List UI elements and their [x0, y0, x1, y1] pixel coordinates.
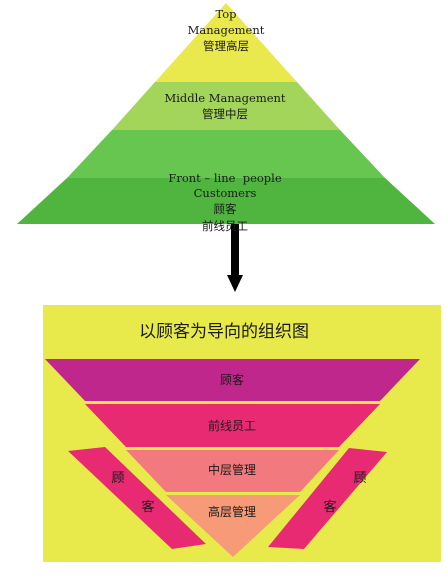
label-top-management-en-1: Top	[215, 7, 237, 21]
label-customers-en: Customers	[193, 186, 257, 200]
label-top-management-zh: 管理高层	[203, 39, 249, 53]
side-bar-right-char-2: 客	[323, 500, 337, 515]
label-middle-management-zh: 管理中层	[202, 107, 248, 121]
label-top-management-en-2: Management	[187, 23, 265, 37]
pyramid-level-top-management	[155, 3, 297, 82]
label-front-line: Front – line people 前线员工	[150, 138, 300, 250]
panel-title: 以顾客为导向的组织图	[139, 322, 309, 342]
inverted-level-middle	[126, 450, 339, 492]
inverted-label-customers: 顾客	[219, 373, 244, 387]
down-arrow-icon	[227, 224, 243, 292]
label-middle-management: Middle Management 管理中层	[150, 90, 300, 122]
inverted-level-front-line	[85, 404, 380, 447]
inverted-level-top	[166, 495, 300, 557]
inverted-label-middle: 中层管理	[207, 463, 256, 477]
side-bar-right	[268, 448, 387, 549]
label-front-line-zh: 前线员工	[202, 219, 248, 233]
label-middle-management-en: Middle Management	[164, 91, 286, 105]
inverted-level-customers	[45, 359, 420, 401]
pyramid-level-customers	[17, 178, 435, 224]
side-bar-right-char-1: 顾	[353, 471, 367, 486]
label-front-line-en: Front – line people	[168, 171, 282, 185]
label-top-management: Top Management 管理高层	[160, 6, 292, 54]
inverted-label-top: 高层管理	[207, 505, 256, 519]
pyramid-level-middle-management	[112, 82, 340, 130]
side-bar-left-char-1: 顾	[111, 471, 125, 486]
label-customers-zh: 顾客	[213, 202, 237, 216]
label-customers: Customers 顾客	[150, 185, 300, 217]
pyramid-level-front-line	[67, 130, 385, 178]
side-bar-left-char-2: 客	[141, 500, 155, 515]
side-bar-left	[68, 447, 206, 549]
inverted-label-front-line: 前线员工	[207, 419, 256, 433]
